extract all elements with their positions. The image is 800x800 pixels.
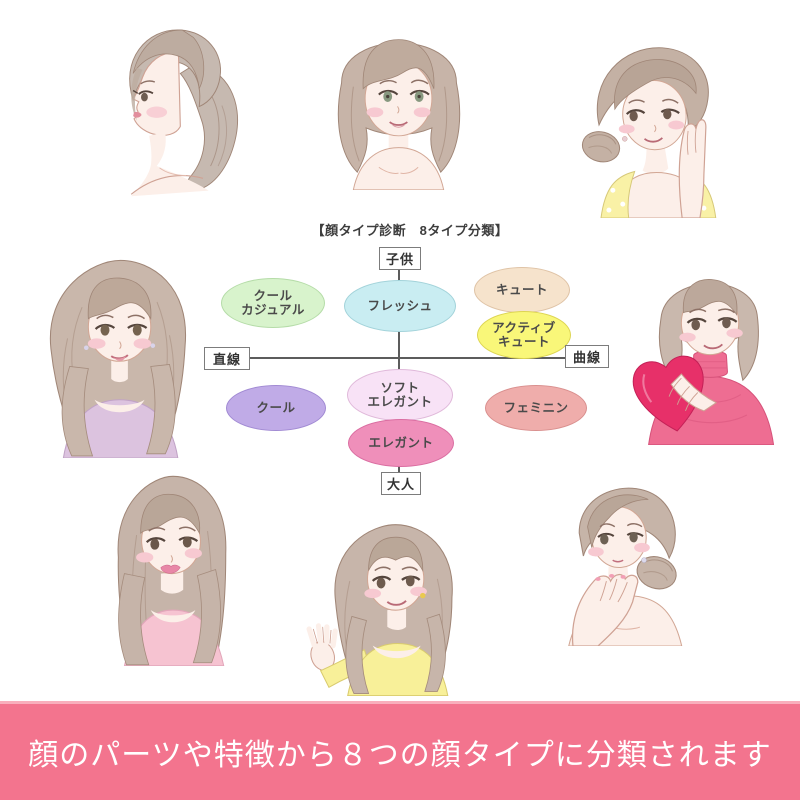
type-label-line: カジュアル [241,303,305,317]
face-features [618,98,685,143]
illustration-pink-sweater-heart [632,279,775,445]
axis-label-curved: 曲線 [565,345,609,368]
earring [150,343,156,348]
type-ellipse-fresh: フレッシュ [344,280,456,332]
type-label-line: ソフト [380,381,420,395]
type-label-line: フェミニン [503,401,569,415]
face-features [364,566,427,606]
illustration-long-wavy-lavender [49,259,186,458]
neck-chest [347,608,449,696]
type-label-line: キュート [497,335,550,349]
illustration-updo-hand-to-cheek [581,47,717,218]
face [132,52,181,136]
neck-shoulders [130,132,209,197]
banner-text: 顔のパーツや特徴から８つの顔タイプに分類されます [28,739,772,772]
pink-nail [595,577,601,581]
bangs [587,494,649,548]
bottom-banner: 顔のパーツや特徴から８つの顔タイプに分類されます [0,701,800,800]
pink-nail [620,575,626,579]
pink-lips [160,564,181,574]
bangs [362,39,435,90]
horizontal-axis-line [247,357,567,359]
hair-strand [438,86,448,162]
bangs [87,277,152,320]
face-features [136,526,202,574]
hair-bun [636,556,677,590]
hair-bun [581,131,621,163]
type-label-line: エレガント [367,395,433,409]
raised-hand-arm [678,119,707,218]
face-features [588,523,650,563]
type-ellipse-cool-casual: クール カジュアル [221,278,325,328]
axis-label-straight: 直線 [204,347,250,370]
type-label-line: クール [253,289,293,303]
neck-shoulders [352,131,445,190]
type-label-line: エレガント [368,436,434,450]
illustration-long-straight-pink-top [117,475,227,666]
type-ellipse-cool: クール [226,385,326,431]
type-ellipse-cute: キュート [474,267,570,313]
earring [83,345,89,351]
type-ellipse-elegant: エレガント [348,419,454,467]
type-ellipse-soft-elegant: ソフト エレガント [347,369,453,421]
hand-over-heart [668,373,718,412]
hair-strand [350,86,360,162]
bangs [368,536,424,573]
front-hair [132,29,205,90]
type-label-line: アクティブ [492,321,556,335]
face-features [132,80,168,118]
earring [420,592,426,599]
type-ellipse-active-cute: アクティブ キュート [477,311,571,359]
heart [632,355,704,432]
bangs [614,59,697,111]
cheek-strand [131,67,143,121]
face-features [83,314,156,361]
front-hair-strands [118,569,222,666]
illustration-side-bun-hand-on-chin [568,487,683,646]
earring [622,136,628,142]
diagram-title: 【顔タイプ診断 8タイプ分類】 [311,223,509,238]
illustration-side-profile-ponytail [129,29,239,197]
type-label-line: フレッシュ [367,299,433,313]
illustration-yellow-top-open-hand [306,524,453,696]
earring [641,557,647,563]
type-label-line: キュート [495,283,548,297]
pink-nail [609,573,615,578]
hand-on-chin [571,573,639,646]
front-hair-strands [61,363,176,457]
face-features [366,79,431,128]
illustration-bob-frontal [337,39,461,190]
front-hair-strands [345,613,446,694]
type-ellipse-feminine: フェミニン [485,385,587,431]
axis-label-adult: 大人 [381,472,421,495]
type-label-line: クール [256,401,296,415]
axis-label-child: 子供 [379,247,421,270]
face-features [679,308,743,350]
